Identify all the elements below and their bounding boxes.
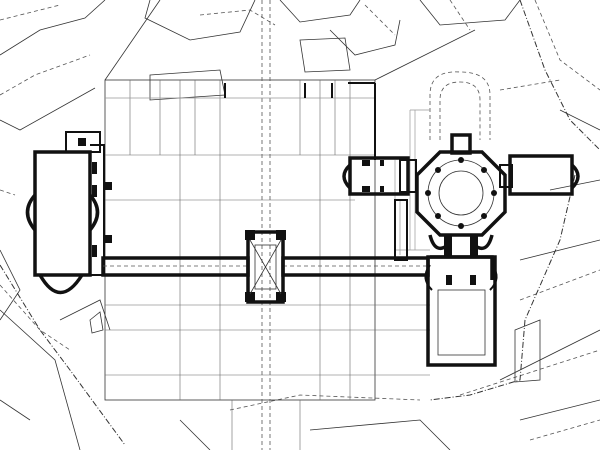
rotunda-west-annex bbox=[342, 156, 417, 196]
central-gatehouse bbox=[245, 230, 286, 304]
octagonal-rotunda bbox=[415, 133, 507, 257]
precinct-grid bbox=[104, 0, 476, 450]
covered-corridor bbox=[101, 199, 430, 277]
apsed-chapel bbox=[424, 255, 498, 291]
west-basilica bbox=[25, 131, 112, 295]
south-basilica bbox=[426, 255, 497, 367]
rotunda-east-annex bbox=[499, 154, 580, 196]
